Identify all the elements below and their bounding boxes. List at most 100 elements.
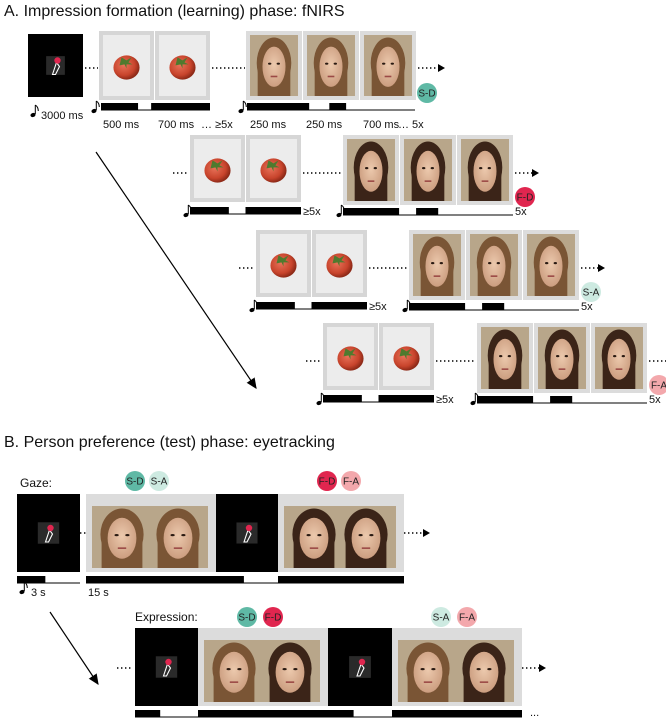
badge-label: S-A [433, 613, 450, 624]
face-photo [404, 139, 452, 201]
tomato-image [270, 253, 297, 278]
arrow-icon [539, 664, 546, 672]
badge-label: F-D [319, 477, 336, 488]
tomato-image [326, 253, 353, 278]
repeat-count: ≥5x [369, 301, 387, 313]
tomato-frame [190, 135, 245, 202]
music-note-icon [19, 581, 28, 595]
gaze-label: Gaze: [20, 476, 52, 490]
badge-label: S-A [151, 477, 168, 488]
tomato-image [204, 158, 231, 183]
face-photo [260, 640, 320, 702]
face-photo [92, 506, 152, 568]
timeline-bar [17, 576, 80, 584]
condition-badge: F-A [457, 607, 477, 627]
condition-badge: S-D [237, 607, 257, 627]
face-frame [400, 135, 456, 205]
arrow-icon [532, 169, 539, 177]
timeline-bar [216, 576, 278, 584]
face-frame [534, 323, 590, 393]
face-frame [343, 135, 399, 205]
repeat-count: ≥5x [436, 394, 454, 406]
tomato-frame [379, 323, 434, 390]
pair-duration: 15 s [88, 587, 109, 599]
condition-badge: F-D [515, 187, 535, 207]
music-note-icon [238, 100, 247, 114]
timeline-bar [278, 576, 404, 584]
music-note-icon [30, 104, 39, 118]
face-frame [591, 323, 647, 393]
tomato-image [113, 55, 140, 80]
badge-label: F-D [517, 193, 534, 204]
face-photo [454, 640, 514, 702]
face-photo [364, 35, 412, 96]
badge-label: S-A [583, 288, 600, 299]
condition-badge: F-A [649, 375, 666, 395]
timeline-bar [392, 710, 522, 718]
face-frame [246, 31, 302, 100]
tomato-frame [246, 135, 301, 202]
face-duration: 250 ms [250, 119, 287, 131]
repeat-count: 5x [581, 301, 593, 313]
cue-hand-icon [44, 524, 54, 543]
condition-badge: F-D [263, 607, 283, 627]
arrow-icon [423, 529, 430, 537]
cue-hand-icon [51, 57, 61, 76]
face-photo [307, 35, 355, 96]
face-photo [413, 234, 461, 296]
tomato-frame [312, 230, 367, 297]
face-frame [303, 31, 359, 100]
timeline-bar [409, 303, 579, 311]
badge-label: S-D [418, 89, 435, 100]
face-pair-frame [392, 628, 522, 706]
timeline-bar [101, 103, 210, 111]
face-photo [595, 327, 643, 389]
music-note-icon [91, 100, 100, 114]
repeat-count: 5x [649, 394, 661, 406]
diagonal-arrow-b [49, 611, 99, 685]
timeline-bar [86, 576, 216, 584]
condition-badge: S-A [581, 282, 601, 302]
timeline-bar [135, 710, 198, 718]
tomato-duration: 700 ms [158, 119, 195, 131]
badge-label: F-A [343, 477, 359, 488]
timeline-bar [190, 207, 301, 215]
condition-badge: F-A [341, 471, 361, 491]
condition-badge: S-D [417, 83, 437, 103]
badge-label: S-D [126, 477, 143, 488]
face-pair-frame [278, 494, 404, 572]
repeat-count: … 5x [398, 119, 424, 131]
condition-badge: F-D [317, 471, 337, 491]
tomato-image [393, 346, 420, 371]
face-photo [481, 327, 529, 389]
section-b-title: B. Person preference (test) phase: eyetr… [4, 434, 335, 451]
face-frame [409, 230, 465, 300]
face-photo [461, 139, 509, 201]
tomato-frame [256, 230, 311, 297]
face-photo [204, 640, 264, 702]
cue-hand-icon [162, 658, 172, 677]
face-photo [398, 640, 458, 702]
face-duration: 250 ms [306, 119, 343, 131]
timeline-bar [247, 103, 415, 111]
cue-screen [328, 628, 392, 706]
condition-badge: S-D [125, 471, 145, 491]
condition-badge: S-A [431, 607, 451, 627]
timeline-bar [198, 710, 328, 718]
repeat-count: … ≥5x [201, 119, 233, 131]
cue-duration: 3000 ms [41, 110, 84, 122]
timeline-bar [343, 208, 513, 216]
cue-duration: 3 s [31, 587, 46, 599]
badge-label: F-A [651, 381, 666, 392]
cue-screen [216, 494, 278, 572]
tomato-image [260, 158, 287, 183]
cue-hand-icon [243, 524, 253, 543]
timeline-bar [256, 302, 367, 310]
face-frame [457, 135, 513, 205]
section-a-title: A. Impression formation (learning) phase… [4, 3, 345, 20]
face-photo [527, 234, 575, 296]
condition-badge: S-A [149, 471, 169, 491]
face-photo [148, 506, 208, 568]
